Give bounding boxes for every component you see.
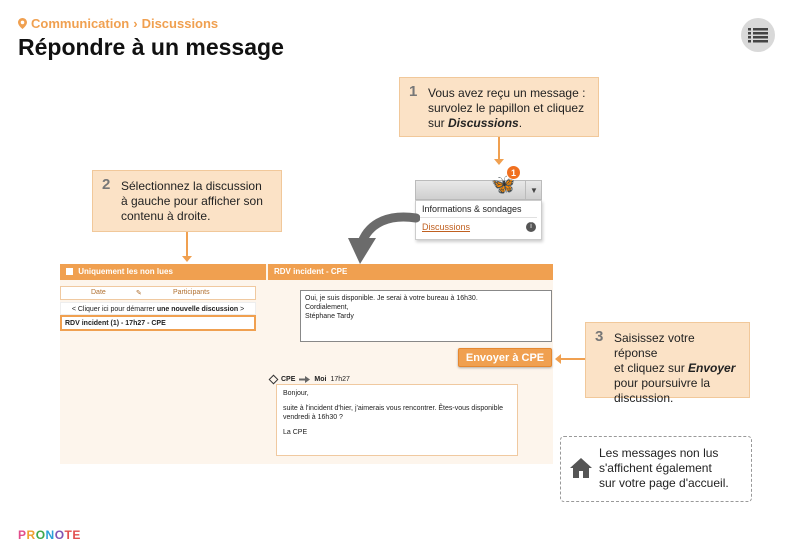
note-line: Les messages non lus [599, 446, 719, 460]
pronote-logo: PRONOTE [18, 528, 81, 542]
step-number: 1 [409, 83, 418, 100]
link-text: < Cliquer ici pour démarrer [71, 306, 157, 313]
butterfly-icon[interactable]: 🦋 [491, 174, 516, 196]
breadcrumb-page: Discussions [141, 16, 219, 31]
connector-line [498, 137, 500, 159]
arrow-right-icon [299, 376, 311, 383]
message-line: suite à l'incident d'hier, j'aimerais vo… [283, 405, 503, 421]
callout-line: et cliquez sur Envoyer [614, 361, 739, 376]
unread-badge: 1 [506, 165, 521, 180]
message-header: CPE Moi 17h27 [268, 374, 350, 385]
callout-line: sur Discussions. [428, 116, 588, 131]
callout-line: Vous avez reçu un message : [428, 86, 586, 100]
notification-bar [415, 180, 542, 200]
callout-line: Saisissez votre réponse [614, 331, 695, 360]
callout-text: et cliquez sur [614, 361, 689, 375]
edit-icon[interactable]: ✎ [136, 290, 142, 297]
left-header: Uniquement les non lues [60, 264, 266, 280]
logo-letter: O [35, 528, 46, 542]
callout-line: discussion. [614, 391, 674, 405]
breadcrumb-section[interactable]: Communication [31, 16, 130, 31]
connector-arrowhead [555, 354, 561, 364]
discussion-row-selected[interactable]: RDV incident (1) - 17h27 - CPE [60, 315, 256, 331]
callout-step-2: 2 Sélectionnez la discussion à gauche po… [92, 170, 282, 232]
callout-text: sur [428, 116, 449, 130]
page-title: Répondre à un message [18, 34, 284, 60]
menu-button[interactable] [741, 18, 775, 52]
connector-line [561, 358, 585, 360]
logo-letter: R [26, 528, 36, 542]
callout-emphasis: Envoyer [688, 361, 736, 375]
logo-letter: P [18, 528, 27, 542]
reply-textarea[interactable]: Oui, je suis disponible. Je serai à votr… [300, 290, 552, 342]
note-line: s'affichent également [599, 461, 712, 475]
logo-letter: TE [64, 528, 81, 542]
step-number: 2 [102, 176, 111, 193]
discussions-panel: Uniquement les non lues RDV incident - C… [60, 264, 553, 464]
callout-line: contenu à droite. [121, 209, 211, 223]
unread-only-checkbox[interactable] [66, 268, 73, 275]
message-from: CPE [281, 376, 296, 383]
note-box: Les messages non lus s'affichent égaleme… [560, 436, 752, 502]
menu-item-informations[interactable]: Informations & sondages [422, 204, 522, 214]
new-discussion-link[interactable]: < Cliquer ici pour démarrer une nouvelle… [60, 302, 256, 315]
callout-emphasis: Discussions [448, 116, 519, 130]
message-body: Bonjour, suite à l'incident d'hier, j'ai… [276, 384, 518, 456]
message-line: Bonjour, [283, 390, 309, 397]
dropdown-arrow-icon[interactable]: ▼ [525, 180, 542, 200]
message-to: Moi [314, 376, 327, 383]
callout-line: à gauche pour afficher son [121, 194, 263, 208]
column-header-row: Date ✎ Participants [60, 286, 256, 300]
column-date[interactable]: Date [91, 289, 106, 296]
callout-text: . [518, 116, 523, 130]
step-number: 3 [595, 328, 604, 345]
expand-icon[interactable] [268, 374, 279, 385]
curved-arrow-top [348, 212, 420, 264]
column-participants[interactable]: Participants [173, 289, 210, 296]
menu-divider [420, 217, 537, 218]
connector-arrowhead [182, 256, 192, 262]
list-icon [748, 28, 768, 43]
link-text-bold: une nouvelle discussion [156, 306, 239, 313]
connector-arrowhead [494, 159, 504, 165]
breadcrumb-separator: › [133, 16, 138, 31]
connector-line [186, 232, 188, 256]
message-line: La CPE [283, 429, 308, 436]
unread-only-label: Uniquement les non lues [78, 267, 173, 276]
note-line: sur votre page d'accueil. [599, 476, 729, 490]
link-text: > [238, 306, 245, 313]
logo-letter: O [54, 528, 65, 542]
callout-line: survolez le papillon et cliquez [428, 101, 585, 115]
callout-step-1: 1 Vous avez reçu un message : survolez l… [399, 77, 599, 137]
message-time: 17h27 [330, 376, 350, 383]
location-pin-icon [18, 18, 27, 29]
callout-step-3: 3 Saisissez votre réponse et cliquez sur… [585, 322, 750, 405]
info-icon: i [526, 222, 536, 232]
breadcrumb: Communication › Discussions [18, 16, 218, 31]
butterfly-menu: Informations & sondages Discussions i [415, 200, 542, 240]
logo-letter: N [45, 528, 55, 542]
send-button[interactable]: Envoyer à CPE [458, 348, 552, 367]
right-header: RDV incident - CPE [268, 264, 553, 280]
callout-line: Sélectionnez la discussion [121, 179, 262, 193]
callout-line: pour poursuivre la [614, 376, 711, 390]
home-icon [569, 457, 593, 479]
menu-item-discussions[interactable]: Discussions [422, 222, 471, 232]
